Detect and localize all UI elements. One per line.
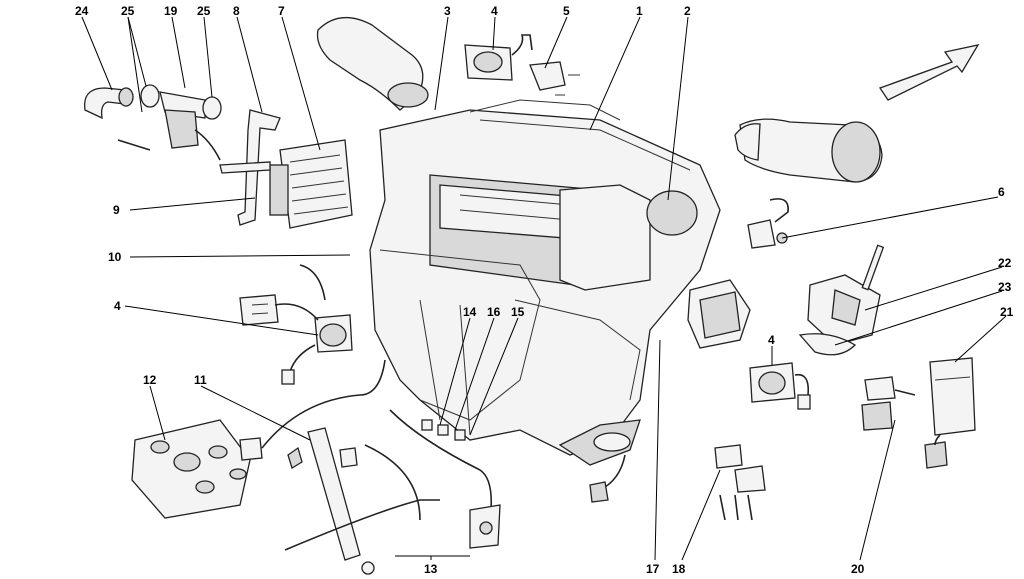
callout-12: 12 (143, 373, 157, 387)
callout-14: 14 (463, 305, 477, 319)
temperature-sensor (747, 198, 789, 249)
callout-22: 22 (998, 256, 1012, 270)
callout-4-top: 4 (491, 4, 498, 18)
actuator-motor (798, 244, 885, 356)
callout-10: 10 (108, 250, 122, 264)
connector-group-right (861, 376, 916, 431)
solenoid-valve-right (749, 362, 811, 410)
relay-connectors (589, 444, 766, 521)
callout-19: 19 (164, 4, 178, 18)
callout-4-right: 4 (768, 333, 775, 347)
actuator-box (687, 279, 751, 349)
climate-control-panel (131, 419, 251, 519)
callout-1: 1 (636, 4, 643, 18)
callout-5: 5 (563, 4, 570, 18)
solenoid-valve-left (281, 314, 353, 385)
callout-25b: 25 (197, 4, 211, 18)
callout-17: 17 (646, 562, 660, 576)
callout-15: 15 (511, 305, 525, 319)
callout-4-left: 4 (114, 299, 121, 313)
connector-group-left (239, 264, 326, 326)
solenoid-valve-top (464, 34, 580, 96)
direction-arrow-icon (878, 44, 980, 101)
callout-20: 20 (851, 562, 865, 576)
callout-2: 2 (684, 4, 691, 18)
hose-assembly (84, 84, 222, 161)
callout-16: 16 (487, 305, 501, 319)
air-inlet-duct (316, 17, 429, 111)
callout-23: 23 (998, 280, 1012, 294)
callout-9: 9 (113, 203, 120, 217)
callout-21: 21 (1000, 305, 1014, 319)
callout-7: 7 (278, 4, 285, 18)
callout-18: 18 (672, 562, 686, 576)
mounting-bracket (219, 109, 281, 226)
callout-8: 8 (233, 4, 240, 18)
callout-6: 6 (998, 185, 1005, 199)
hvac-unit (369, 99, 721, 466)
callout-11: 11 (194, 373, 207, 387)
air-outlet-duct (734, 118, 883, 183)
control-module (924, 357, 976, 469)
callout-25: 25 (121, 4, 135, 18)
leader-lines (81, 16, 1007, 561)
callout-24: 24 (75, 4, 89, 18)
callout-3: 3 (444, 4, 451, 18)
callout-13: 13 (424, 562, 438, 576)
filter-panel (269, 139, 353, 229)
callout-labels: 24 25 19 25 8 7 3 4 5 1 2 6 22 23 21 9 1… (75, 4, 1014, 576)
